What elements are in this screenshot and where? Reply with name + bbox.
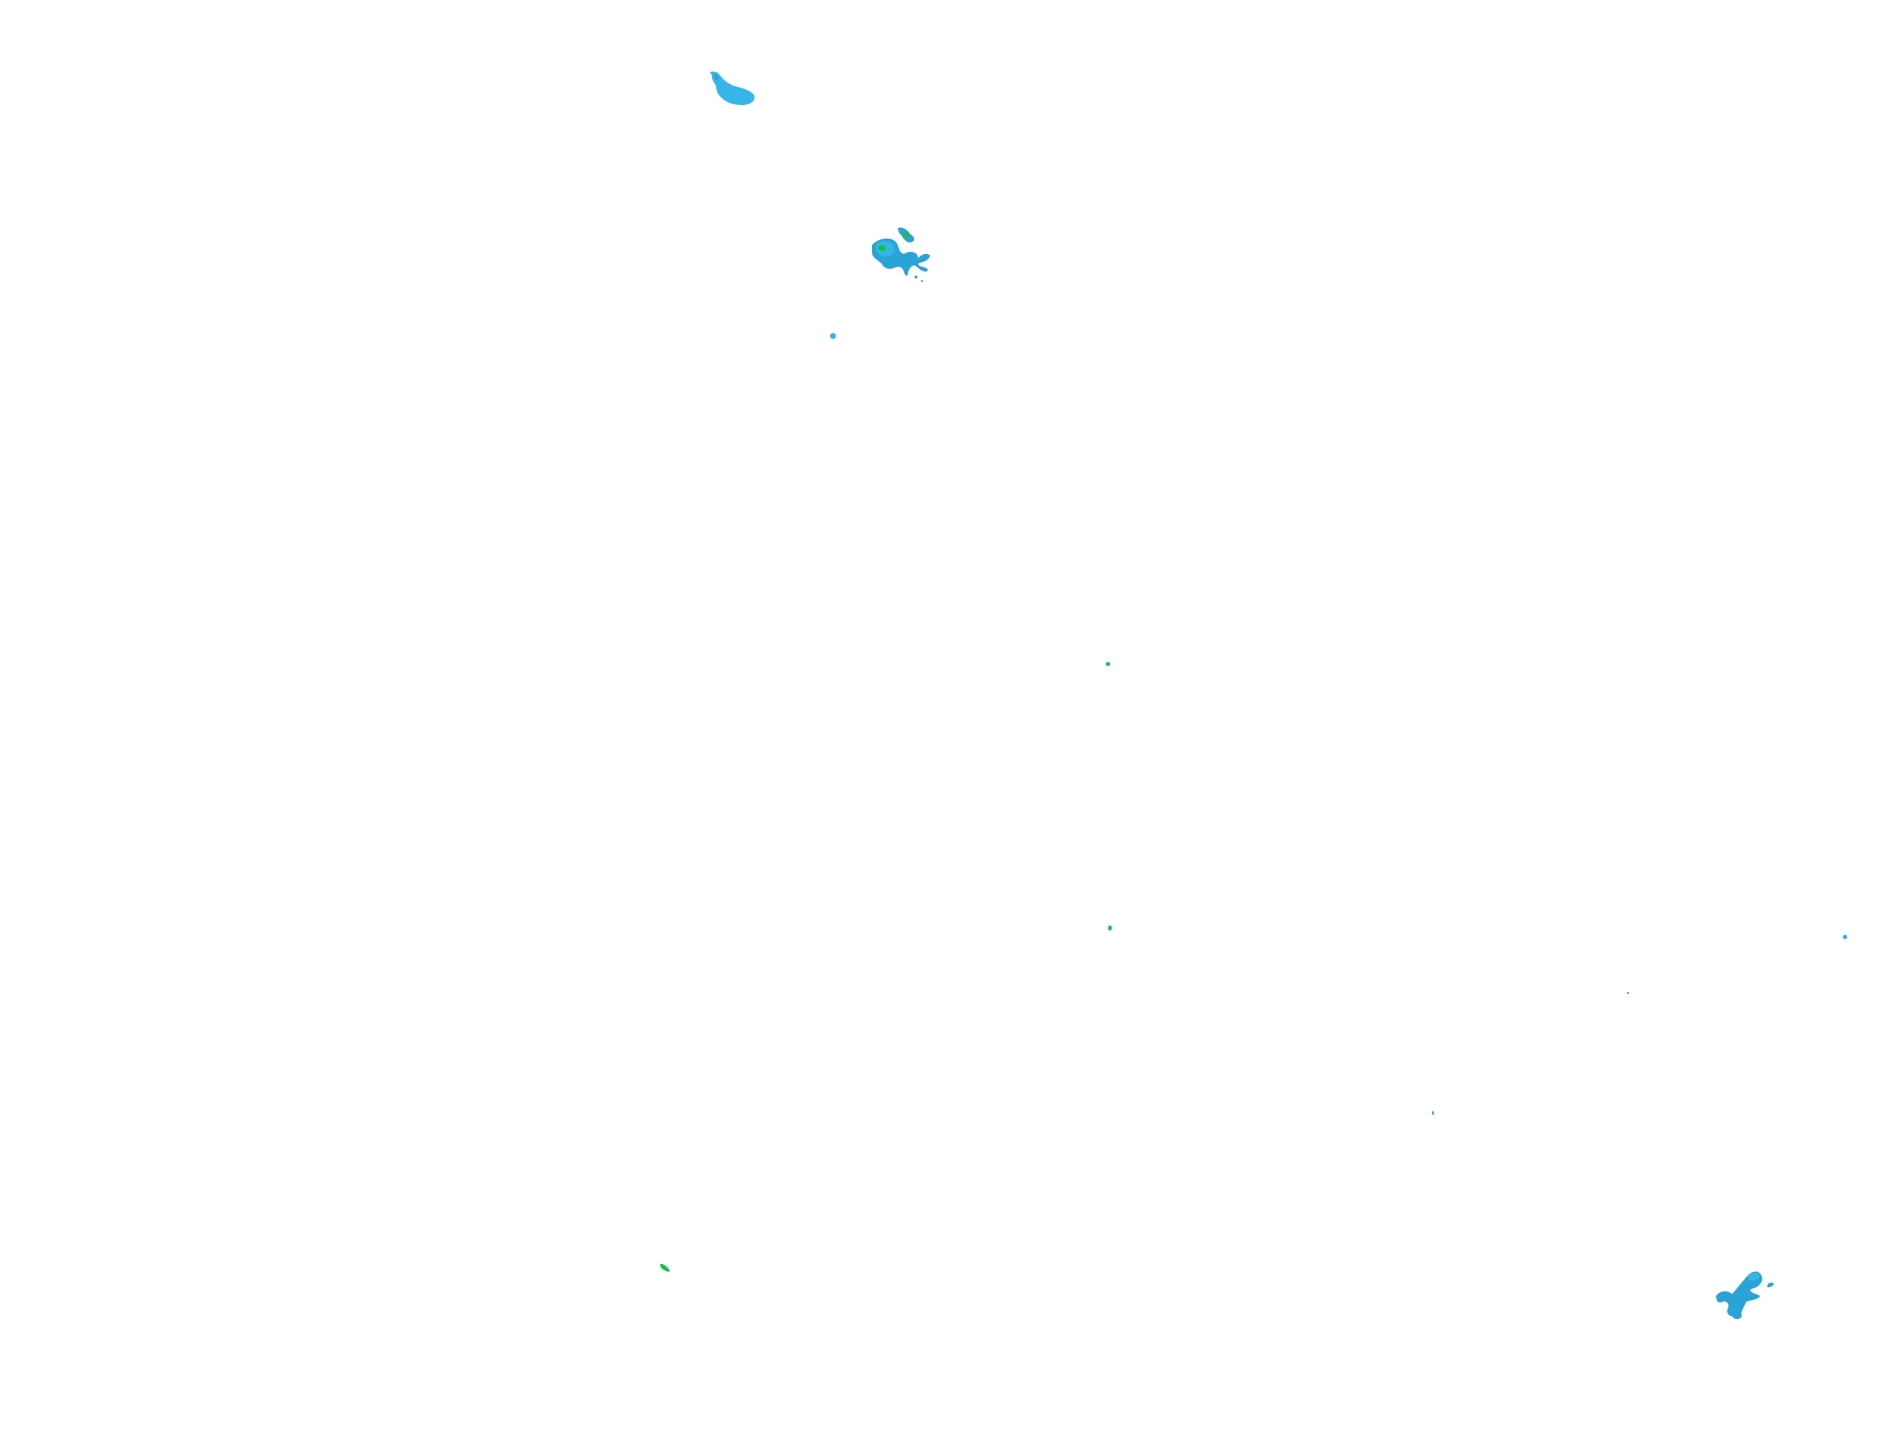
- echo-southwest-streak: [660, 1263, 670, 1272]
- echo-southeast-cluster: [1716, 1271, 1774, 1319]
- echo-center-speck-lower: [1108, 925, 1112, 931]
- echo-northwest: [710, 71, 755, 105]
- echo-north-cluster: [872, 227, 930, 282]
- echo-east-speck: [1627, 992, 1629, 994]
- echo-center-speck-upper: [1106, 662, 1110, 666]
- echo-southeast-speck: [1432, 1111, 1434, 1115]
- echo-north-small-dot: [830, 333, 836, 339]
- echo-east-dot: [1842, 934, 1848, 940]
